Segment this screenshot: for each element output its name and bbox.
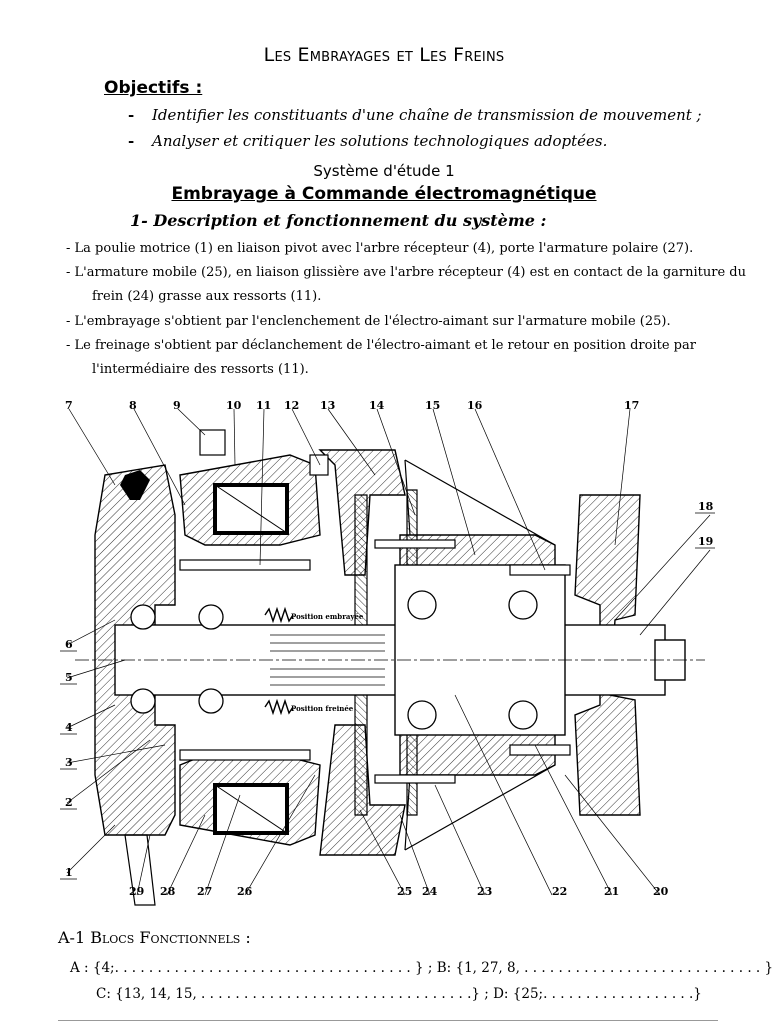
part-label: 3 <box>65 756 73 769</box>
part-label: 4 <box>65 721 73 734</box>
objective-text: Identifier les constituants d'une chaîne… <box>152 106 702 124</box>
blocks-line-2[interactable]: C: {13, 14, 15, . . . . . . . . . . . . … <box>96 986 702 1002</box>
annotation-embraye: Position embrayée <box>291 612 364 621</box>
blocks-heading: A-1 Blocs Fonctionnels : <box>58 928 251 947</box>
part-label: 9 <box>173 399 181 412</box>
springs <box>264 606 294 716</box>
part-label: 20 <box>653 885 669 898</box>
part-label: 10 <box>226 399 242 412</box>
system-label: Système d'étude 1 <box>313 162 455 180</box>
part-label: 18 <box>698 500 714 513</box>
part-labels-left: 6 5 4 3 2 1 <box>65 638 73 879</box>
part-label: 1 <box>65 866 73 879</box>
splines <box>270 634 385 686</box>
part-label: 15 <box>425 399 440 412</box>
section-title: 1- Description et fonctionnement du syst… <box>130 211 547 230</box>
cone <box>404 459 556 851</box>
label-underlines <box>60 512 715 880</box>
blocks-line-1[interactable]: A : {4;. . . . . . . . . . . . . . . . .… <box>70 960 773 976</box>
part-label: 11 <box>256 399 271 412</box>
part-label: 2 <box>65 796 73 809</box>
bullet-dash: - <box>128 106 135 124</box>
system-title: Embrayage à Commande électromagnétique <box>171 184 597 204</box>
objective-item: -Identifier les constituants d'une chaîn… <box>128 106 702 124</box>
part-label: 14 <box>369 399 385 412</box>
part-label: 5 <box>65 671 73 684</box>
part-label: 21 <box>604 885 619 898</box>
part-label: 24 <box>422 885 438 898</box>
objective-text: Analyser et critiquer les solutions tech… <box>152 132 608 150</box>
shaft <box>114 564 686 736</box>
part-label: 16 <box>467 399 483 412</box>
part-label: 27 <box>197 885 212 898</box>
clutch-brake-drawing: Position embrayée Position freinée <box>60 399 715 906</box>
coil-diagonals <box>214 484 288 834</box>
part-label: 6 <box>65 638 73 651</box>
part-label: 28 <box>160 885 176 898</box>
description-line: frein (24) grasse aux ressorts (11). <box>92 289 322 304</box>
part-labels-top: 7 8 9 10 11 12 13 14 15 16 17 <box>65 399 639 412</box>
part-label: 25 <box>397 885 412 898</box>
belt-lower <box>124 834 156 906</box>
description-line: - La poulie motrice (1) en liaison pivot… <box>66 241 694 256</box>
part-label: 8 <box>129 399 137 412</box>
part-labels-right: 18 19 <box>698 500 714 548</box>
part-label: 29 <box>129 885 144 898</box>
objectives-heading: Objectifs : <box>104 78 203 98</box>
bottom-rule <box>58 1020 718 1021</box>
part-labels-bottom: 29 28 27 26 25 24 23 22 21 20 <box>129 885 669 898</box>
part-label: 17 <box>624 399 639 412</box>
leader-lines <box>66 408 711 896</box>
part-label: 7 <box>65 399 73 412</box>
part-label: 13 <box>320 399 335 412</box>
annotation-freinee: Position freinée <box>291 704 354 713</box>
bearings <box>130 590 538 730</box>
part-label: 23 <box>477 885 492 898</box>
description-line: - L'armature mobile (25), en liaison gli… <box>66 265 746 280</box>
objective-item: -Analyser et critiquer les solutions tec… <box>128 132 607 150</box>
part-label: 26 <box>237 885 253 898</box>
description-line: - L'embrayage s'obtient par l'enclenchem… <box>66 314 671 329</box>
part-label: 12 <box>284 399 299 412</box>
belt-section <box>120 470 150 500</box>
bolts <box>179 429 571 784</box>
part-label: 22 <box>552 885 567 898</box>
part-label: 19 <box>698 535 713 548</box>
description-line: l'intermédiaire des ressorts (11). <box>92 362 309 377</box>
page-title: Les Embrayages et Les Freins <box>263 44 505 66</box>
description-line: - Le freinage s'obtient par déclanchemen… <box>66 338 696 353</box>
bullet-dash: - <box>128 132 135 150</box>
